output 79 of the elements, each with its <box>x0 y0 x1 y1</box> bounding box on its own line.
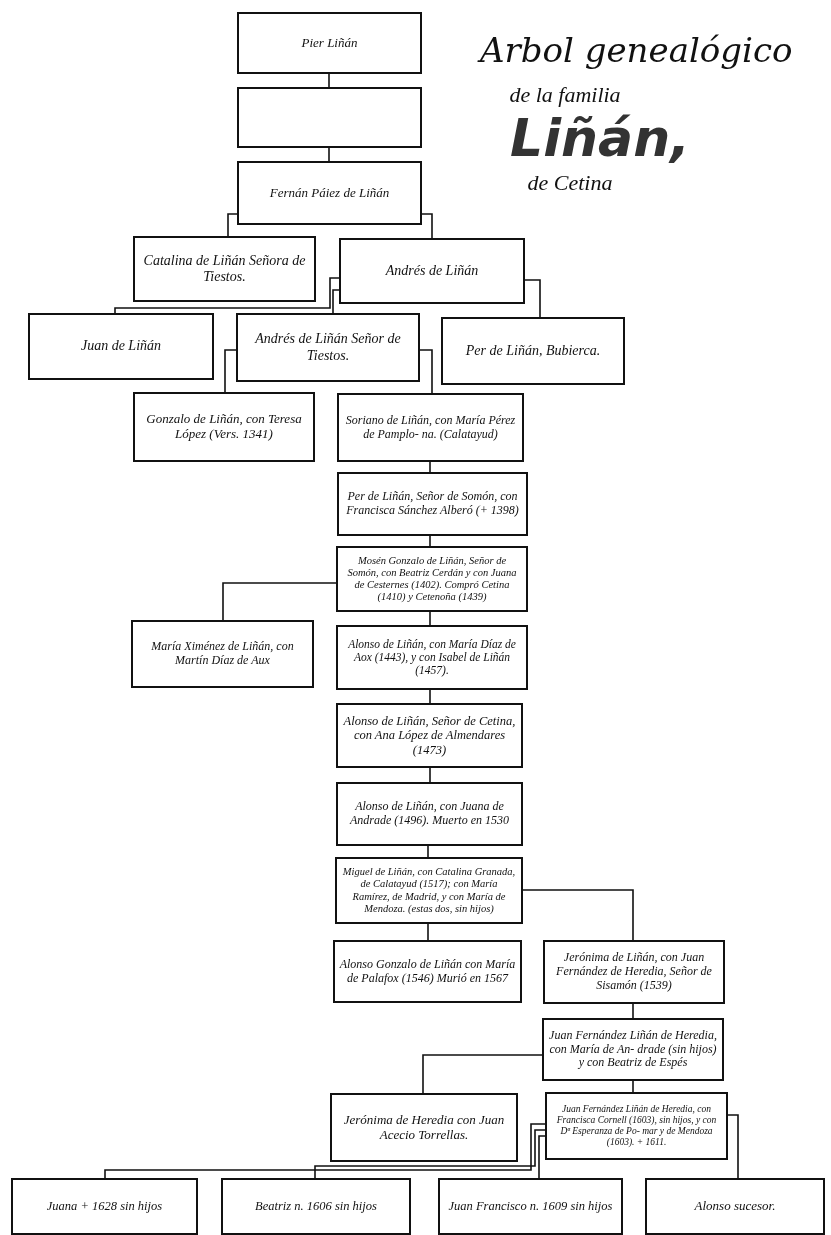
connector-line <box>104 1123 546 1179</box>
person-name: Alonso de Liñán, Señor de Cetina, con Ana López de Almendares (1473) <box>342 713 517 758</box>
connector-line <box>224 349 237 393</box>
connector-line <box>422 1054 543 1094</box>
connector-line <box>114 277 340 314</box>
person-box <box>336 546 528 612</box>
connector-line <box>538 1135 546 1179</box>
person-box <box>339 238 525 304</box>
person-name: María Ximénez de Liñán, con Martín Díaz de Aux <box>150 640 295 668</box>
person-name: Fernán Páiez de Liñán <box>269 185 390 201</box>
connector-line <box>332 289 340 314</box>
person-name: Alonso sucesor. <box>694 1199 776 1214</box>
subtitle: de Cetina <box>527 170 613 196</box>
person-box <box>543 940 725 1004</box>
connector-line <box>427 923 429 941</box>
person-name: Juan Fernández Liñán de Heredia, con María de An- drade (sin hijos) y con Beatriz de Espés <box>548 1028 718 1071</box>
person-box <box>330 1093 518 1162</box>
connector-line <box>429 611 431 626</box>
connector-line <box>328 147 330 162</box>
person-box <box>133 236 316 302</box>
person-box <box>333 940 522 1003</box>
person-name: Miguel de Liñán, con Catalina Granada, de Calatayud (1517); con María Ramírez, de Madrid, y con María de Mendoza. (estas dos, sin hijos) <box>341 866 517 915</box>
person-box <box>645 1178 825 1235</box>
person-box <box>131 620 314 688</box>
person-box <box>545 1092 728 1160</box>
connector-line <box>429 535 431 547</box>
connector-line <box>328 73 330 88</box>
person-box <box>237 12 422 74</box>
person-box <box>133 392 315 462</box>
person-name: Soriano de Liñán, con María Pérez de Pamplo- na. (Calatayud) <box>344 413 517 442</box>
person-box <box>28 313 214 380</box>
person-name: Juan de Liñán <box>80 338 162 355</box>
person-name: Per de Liñán, Bubierca. <box>465 342 601 360</box>
person-name: Alonso de Liñán, con Juana de Andrade (1496). Muerto en 1530 <box>348 800 510 828</box>
person-box <box>337 472 528 536</box>
connector-line <box>227 213 238 237</box>
person-box <box>337 393 524 462</box>
connector-line <box>524 279 541 318</box>
person-name: Beatriz n. 1606 sin hijos <box>255 1199 377 1214</box>
person-name: Juana + 1628 sin hijos <box>46 1199 163 1214</box>
connector-line <box>429 461 431 473</box>
connector-line <box>314 1129 546 1179</box>
connector-line <box>429 689 431 704</box>
person-name: Mosén Gonzalo de Liñán, Señor de Somón, con Beatriz Cerdán y con Juana de Cesternes (1402). Compró Cetina (1410) y Cetenoña (1439) <box>346 554 518 604</box>
connector-line <box>421 213 433 239</box>
person-name: Juan Fernández Liñán de Heredia, con Francisca Cornell (1603), sin hijos, y con Dª Esperanza de Po- mar y de Mendoza (1603). + 1611. <box>555 1104 718 1148</box>
connector-line <box>522 889 634 941</box>
family-name: Liñán, <box>510 108 690 168</box>
person-box <box>336 703 523 768</box>
connector-line <box>727 1114 739 1179</box>
connector-line <box>429 767 431 783</box>
person-box <box>336 625 528 690</box>
connector-line <box>632 1080 634 1093</box>
connector-line <box>427 845 429 858</box>
person-name: Juan Francisco n. 1609 sin hijos <box>448 1199 613 1214</box>
person-box <box>221 1178 411 1235</box>
empty-box <box>237 87 422 148</box>
person-box <box>438 1178 623 1235</box>
subtitle: de la familia <box>509 82 621 108</box>
person-name: Alonso de Liñán, con María Díaz de Aox (1443), y con Isabel de Liñán (1457). <box>347 637 517 678</box>
person-box <box>336 782 523 846</box>
connector-line <box>222 582 337 621</box>
connector-line <box>419 349 433 394</box>
person-box <box>236 313 420 382</box>
person-name: Andrés de Liñán Señor de Tiestos. <box>253 331 402 364</box>
person-box <box>237 161 422 225</box>
person-name: Per de Liñán, Señor de Somón, con Francisca Sánchez Alberó (+ 1398) <box>345 490 520 518</box>
person-name: Pier Liñán <box>301 35 358 51</box>
person-name: Alonso Gonzalo de Liñán con María de Palafox (1546) Murió en 1567 <box>339 957 516 986</box>
person-name: Catalina de Liñán Señora de Tiestos. <box>142 252 307 286</box>
person-box <box>542 1018 724 1081</box>
person-box <box>11 1178 198 1235</box>
person-box <box>335 857 523 924</box>
person-name: Andrés de Liñán <box>385 262 479 280</box>
person-name: Gonzalo de Liñán, con Teresa López (Vers. 1341) <box>145 412 303 442</box>
person-box <box>441 317 625 385</box>
connector-line <box>632 1003 634 1019</box>
person-name: Jerónima de Liñán, con Juan Fernández de Heredia, Señor de Sisamón (1539) <box>555 951 713 993</box>
person-name: Jerónima de Heredia con Juan Acecio Torrellas. <box>342 1112 506 1143</box>
